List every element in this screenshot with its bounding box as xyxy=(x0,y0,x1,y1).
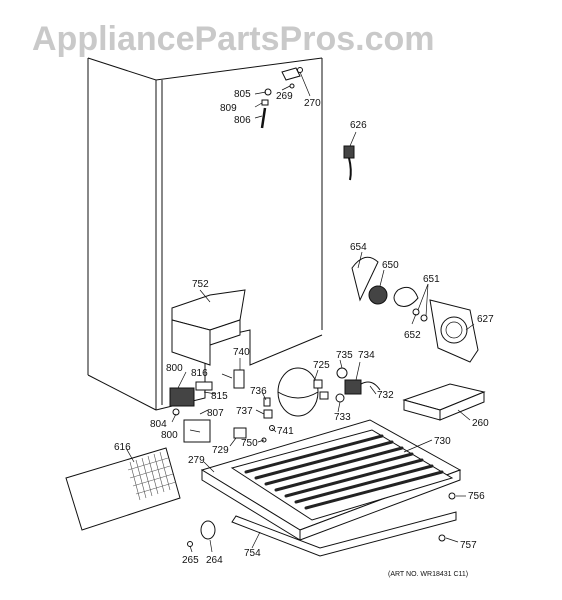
leader-lines xyxy=(125,71,475,553)
part-800-valve xyxy=(169,381,213,443)
callout-279: 279 xyxy=(188,455,205,466)
callout-737: 737 xyxy=(236,406,253,417)
callout-labels: 805 809 806 269 270 626 654 650 651 652 … xyxy=(114,89,494,566)
part-626-sensor xyxy=(343,131,357,181)
callout-729: 729 xyxy=(212,445,229,456)
part-269-270 xyxy=(281,67,303,89)
callout-736: 736 xyxy=(250,386,267,397)
callout-735: 735 xyxy=(336,350,353,361)
callout-805: 805 xyxy=(234,89,251,100)
callout-752: 752 xyxy=(192,279,209,290)
callout-732: 732 xyxy=(377,390,394,401)
callout-806: 806 xyxy=(234,115,251,126)
part-260-drain-pan xyxy=(402,383,486,421)
callout-807: 807 xyxy=(207,408,224,419)
callout-264: 264 xyxy=(206,555,223,566)
watermark-text: AppliancePartsPros.com xyxy=(32,20,434,58)
callout-750: 750 xyxy=(241,438,258,449)
callout-800-bottom: 800 xyxy=(161,430,178,441)
callout-265: 265 xyxy=(182,555,199,566)
callout-734: 734 xyxy=(358,350,375,361)
panel-grille xyxy=(127,451,177,501)
callout-816: 816 xyxy=(191,368,208,379)
callout-730: 730 xyxy=(434,436,451,447)
callout-654: 654 xyxy=(350,242,367,253)
part-734-relay xyxy=(335,367,381,403)
callout-616: 616 xyxy=(114,442,131,453)
part-736-small-parts xyxy=(233,397,275,443)
callout-733: 733 xyxy=(334,412,351,423)
callout-269: 269 xyxy=(276,91,293,102)
callout-626: 626 xyxy=(350,120,367,131)
callout-725: 725 xyxy=(313,360,330,371)
callout-815: 815 xyxy=(211,391,228,402)
part-754-tray xyxy=(231,511,457,557)
callout-809: 809 xyxy=(220,103,237,114)
part-264-cap xyxy=(187,520,216,547)
callout-756: 756 xyxy=(468,491,485,502)
art-number: (ART NO. WR18431 C11) xyxy=(388,571,468,578)
callout-260: 260 xyxy=(472,418,489,429)
part-627-shroud xyxy=(429,299,479,363)
part-740-clip xyxy=(233,369,245,389)
cabinet-back xyxy=(87,57,323,411)
callout-741: 741 xyxy=(277,426,294,437)
part-752-cover xyxy=(171,289,246,366)
part-616-rear-panel xyxy=(65,447,181,531)
callout-627: 627 xyxy=(477,314,494,325)
callout-652: 652 xyxy=(404,330,421,341)
part-805-fittings xyxy=(260,88,272,129)
part-757-screw xyxy=(438,534,446,542)
callout-800-top: 800 xyxy=(166,363,183,374)
callout-650: 650 xyxy=(382,260,399,271)
callout-757: 757 xyxy=(460,540,477,551)
part-725-compressor xyxy=(277,367,329,417)
callout-651: 651 xyxy=(423,274,440,285)
part-650-fan-motor xyxy=(351,256,428,322)
callout-754: 754 xyxy=(244,548,261,559)
callout-740: 740 xyxy=(233,347,250,358)
part-756-screw xyxy=(448,492,456,500)
callout-804: 804 xyxy=(150,419,167,430)
callout-270: 270 xyxy=(304,98,321,109)
part-730-condenser xyxy=(230,429,454,521)
